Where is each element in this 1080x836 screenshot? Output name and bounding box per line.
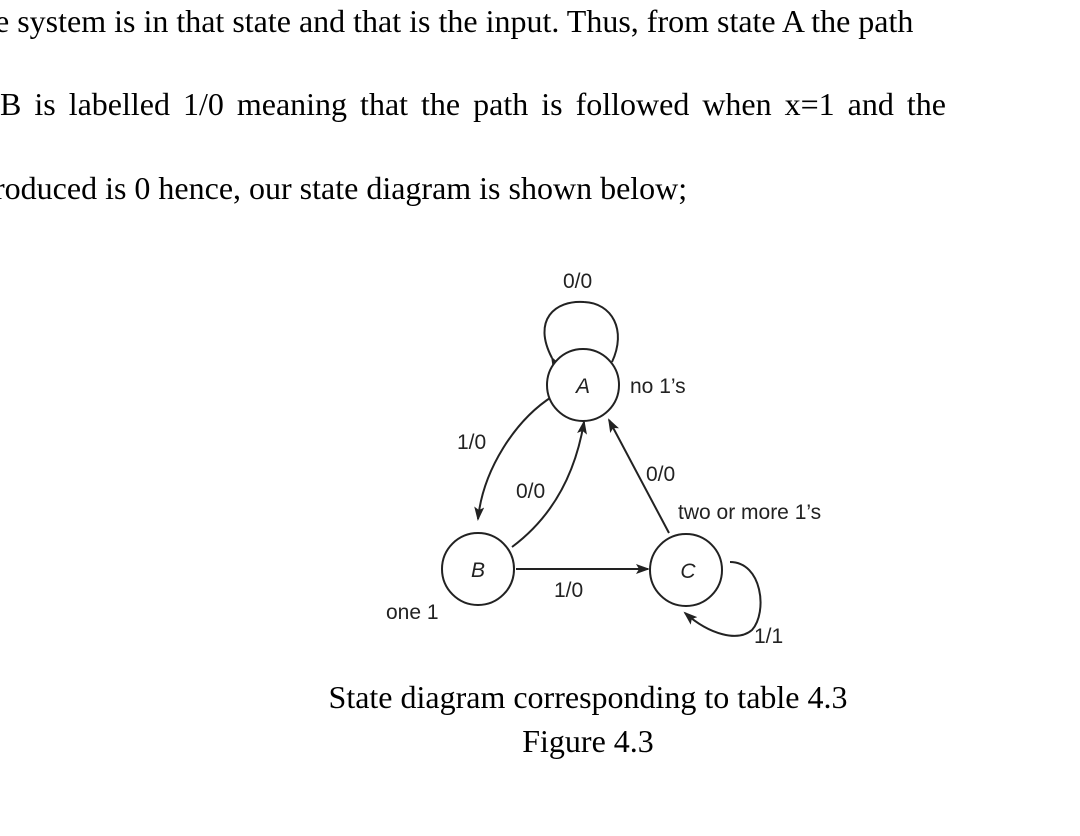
- edge-c-to-a: [608, 418, 670, 534]
- state-b-node: [441, 532, 515, 606]
- edge-c-self-loop: [683, 561, 762, 637]
- body-text-line-2: B is labelled 1/0 meaning that the path …: [0, 86, 946, 122]
- transition-label-c-to-a: 0/0: [646, 463, 675, 486]
- transition-label-a-to-a: 0/0: [563, 270, 592, 293]
- transition-label-c-to-c: 1/1: [754, 625, 783, 648]
- body-text-line-1: e system is in that state and that is th…: [0, 3, 914, 39]
- edge-b-to-a: [511, 420, 587, 548]
- state-c-label: C: [680, 560, 696, 583]
- state-a-node: [546, 348, 620, 422]
- transition-label-b-to-a: 0/0: [516, 480, 545, 503]
- state-b-description: one 1: [386, 601, 439, 624]
- figure-caption-title: State diagram corresponding to table 4.3: [328, 679, 848, 715]
- state-c-node: [649, 533, 723, 607]
- transition-label-a-to-b: 1/0: [457, 431, 486, 454]
- body-text-line-3: roduced is 0 hence, our state diagram is…: [0, 170, 688, 206]
- state-c-description: two or more 1’s: [678, 501, 821, 524]
- edge-a-to-b: [474, 395, 554, 521]
- transition-label-b-to-c: 1/0: [554, 579, 583, 602]
- state-b-label: B: [471, 559, 485, 582]
- figure-number: Figure 4.3: [522, 723, 654, 759]
- edge-a-self-loop: [543, 300, 619, 371]
- state-a-label: A: [574, 375, 590, 398]
- state-a-description: no 1’s: [630, 375, 686, 398]
